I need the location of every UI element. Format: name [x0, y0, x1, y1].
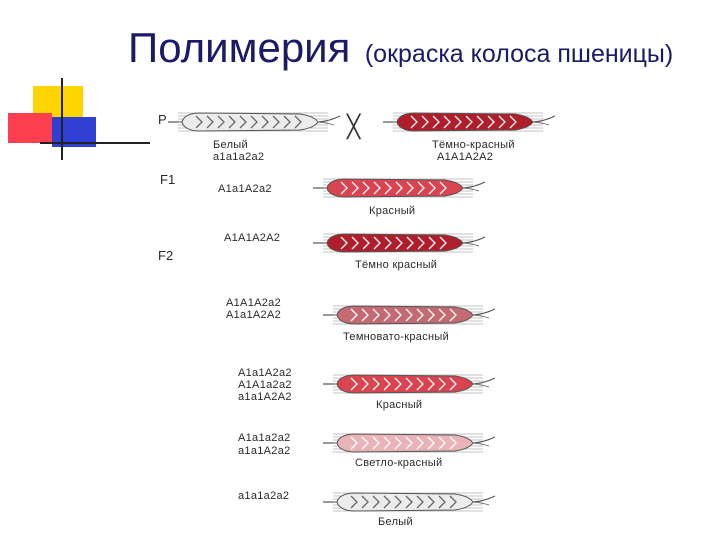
wheat-spike-f2-white [323, 492, 496, 512]
title-subtitle: (окраска колоса пшеницы) [364, 40, 674, 68]
parent-white-phenotype: Белый [213, 139, 248, 151]
f2-class1-genotype: A1A1A2A2 [224, 232, 281, 244]
f2-class4-genotype-a: A1a1a2a2 [238, 432, 291, 444]
generation-label-f1: F1 [160, 172, 176, 187]
wheat-spike-f2-red [323, 374, 496, 394]
wheat-spike-f2-dark-red [313, 233, 486, 253]
f2-class2-genotype-b: A1a1A2A2 [226, 309, 281, 321]
f2-class3-phenotype: Красный [376, 399, 423, 411]
f2-class3-genotype-b: A1A1a2a2 [238, 379, 292, 391]
parent-dark-red-phenotype: Тёмно-красный [432, 139, 515, 151]
title-main: Полимерия [128, 24, 351, 71]
wheat-spike-f1-red [313, 178, 486, 198]
f2-class1-phenotype: Тёмно красный [355, 259, 438, 271]
wheat-spike-f2-darkish-red [323, 305, 496, 325]
f2-class5-genotype: a1a1a2a2 [238, 490, 290, 502]
page-title: Полимерия (окраска колоса пшеницы) [128, 24, 673, 72]
f2-class2-phenotype: Темновато-красный [343, 331, 450, 343]
generation-label-p: P [158, 112, 167, 127]
decor-horizontal-line [40, 142, 150, 144]
f2-class2-genotype-a: A1A1A2a2 [226, 297, 281, 309]
wheat-spike-f2-light-red [323, 433, 496, 453]
decor-vertical-line [61, 78, 63, 160]
f2-class5-phenotype: Белый [378, 516, 413, 528]
parent-white-genotype: a1a1a2a2 [213, 151, 265, 163]
f2-class3-genotype-a: A1a1A2a2 [238, 367, 292, 379]
cross-symbol: ╳ [347, 114, 361, 139]
parent-dark-red-genotype: A1A1A2A2 [437, 151, 494, 163]
wheat-spike-white-parent [168, 112, 341, 132]
decor-red-rect [8, 113, 52, 143]
wheat-spike-dark-red-parent [383, 112, 556, 132]
f2-class4-genotype-b: a1a1A2a2 [238, 445, 291, 457]
generation-label-f2: F2 [158, 248, 174, 263]
f2-class4-phenotype: Светло-красный [355, 457, 443, 469]
f2-class3-genotype-c: a1a1A2A2 [238, 391, 292, 403]
f1-genotype: A1a1A2a2 [218, 183, 272, 195]
f1-phenotype: Красный [369, 205, 416, 217]
